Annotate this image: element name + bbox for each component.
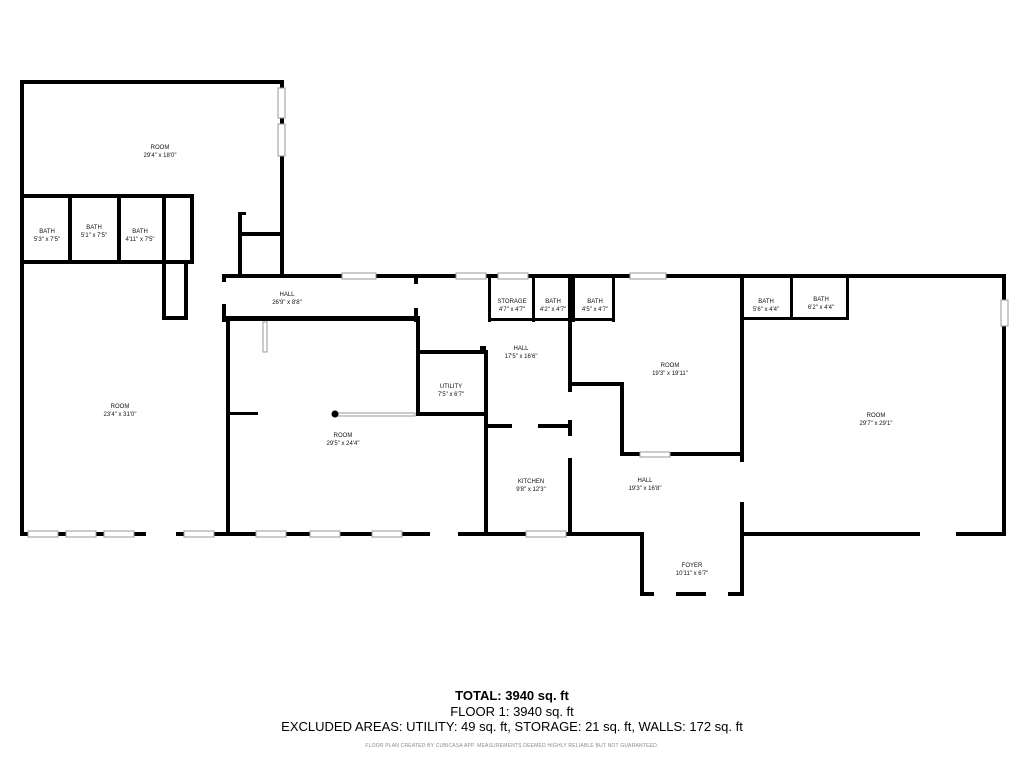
room-label-name: FOYER: [682, 563, 703, 569]
room-label-name: BATH: [813, 297, 829, 303]
room-label-dims: 5'1" x 7'5": [81, 233, 107, 239]
room-label-name: BATH: [86, 225, 102, 231]
room-label-dims: 23'4" x 31'0": [104, 412, 137, 418]
room-label-name: BATH: [39, 229, 55, 235]
excluded-areas: EXCLUDED AREAS: UTILITY: 49 sq. ft, STOR…: [281, 719, 743, 734]
room-label-dims: 29'4" x 18'0": [144, 153, 177, 159]
room-label-name: BATH: [545, 299, 561, 305]
room-label-dims: 6'2" x 4'4": [808, 305, 834, 311]
openings: [146, 282, 956, 597]
room-label-dims: 5'3" x 7'5": [34, 237, 60, 243]
room-label-name: BATH: [587, 299, 603, 305]
room-label-name: ROOM: [334, 433, 353, 439]
room-label-dims: 26'9" x 8'8": [272, 300, 302, 306]
total-area: TOTAL: 3940 sq. ft: [455, 688, 569, 703]
room-label-dims: 17'5" x 16'6": [505, 354, 538, 360]
room-label-dims: 19'3" x 16'8": [629, 486, 662, 492]
room-label-name: BATH: [758, 299, 774, 305]
room-label-dims: 4'2" x 4'7": [540, 307, 566, 313]
room-label-dims: 5'6" x 4'4": [753, 307, 779, 313]
room-label-dims: 29'5" x 24'4": [327, 441, 360, 447]
floor-area: FLOOR 1: 3940 sq. ft: [450, 704, 574, 719]
room-label-dims: 4'7" x 4'7": [499, 307, 525, 313]
room-label-name: ROOM: [151, 145, 170, 151]
room-label-name: UTILITY: [440, 384, 462, 390]
room-label-dims: 10'11" x 6'7": [676, 571, 708, 577]
room-label-name: ROOM: [661, 363, 680, 369]
room-label-dims: 29'7" x 29'1": [860, 421, 893, 427]
room-label-name: KITCHEN: [518, 479, 544, 485]
room-label-name: HALL: [637, 478, 653, 484]
room-label-dims: 19'3" x 19'11": [652, 371, 688, 377]
room-labels: ROOM 29'4" x 18'0" BATH 5'3" x 7'5" BATH…: [34, 145, 893, 577]
room-label-name: ROOM: [111, 404, 130, 410]
disclaimer: FLOOR PLAN CREATED BY CUBICASA APP. MEAS…: [365, 743, 659, 749]
room-label-dims: 9'8" x 12'3": [516, 487, 546, 493]
room-label-name: BATH: [132, 229, 148, 235]
room-label-name: ROOM: [867, 413, 886, 419]
room-label-name: STORAGE: [497, 299, 526, 305]
room-label-dims: 7'5" x 6'7": [438, 392, 464, 398]
windows: [27, 87, 1009, 538]
room-label-dims: 4'11" x 7'5": [125, 237, 154, 243]
room-label-name: HALL: [513, 346, 529, 352]
room-label-name: HALL: [279, 292, 295, 298]
floor-plan: ROOM 29'4" x 18'0" BATH 5'3" x 7'5" BATH…: [20, 80, 1009, 597]
room-label-dims: 4'5" x 4'7": [582, 307, 608, 313]
